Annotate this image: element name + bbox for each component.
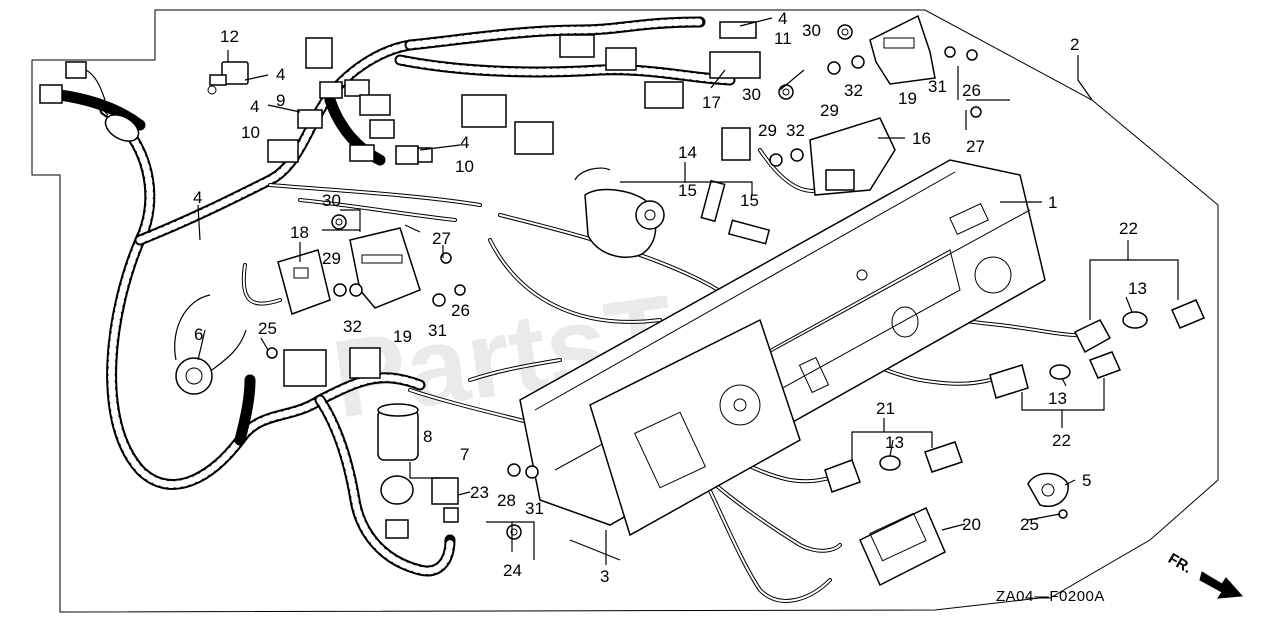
callout-20: 20 (962, 515, 981, 534)
relay-part-12[interactable] (207, 61, 249, 95)
callout-24: 24 (503, 561, 522, 580)
callout-14: 14 (678, 143, 697, 162)
relay-part-18[interactable] (277, 249, 331, 315)
front-direction-label: FR. (1165, 550, 1194, 577)
bulb-part-13-top[interactable] (1122, 311, 1148, 329)
sensor-part-6[interactable] (174, 294, 247, 395)
callout-25: 25 (258, 319, 277, 338)
assembly-boundary (31, 9, 1219, 613)
connector-top-left[interactable] (39, 61, 143, 147)
callout-27: 27 (966, 137, 985, 156)
front-direction-indicator: FR. (1165, 550, 1244, 599)
callout-29: 29 (758, 121, 777, 140)
callout-29: 29 (322, 249, 341, 268)
callout-22: 22 (1052, 431, 1071, 450)
callout-30: 30 (742, 85, 761, 104)
callout-11: 11 (774, 29, 792, 48)
lens-part-21[interactable] (824, 441, 963, 493)
callout-13: 13 (885, 433, 904, 452)
callout-1: 1 (1048, 193, 1057, 212)
fasteners (266, 24, 1068, 540)
connector-part-10[interactable] (395, 145, 433, 165)
meter-part-20[interactable] (859, 506, 946, 587)
callout-3: 3 (600, 567, 609, 586)
callout-9: 9 (276, 91, 285, 110)
callout-27: 27 (432, 229, 451, 248)
callout-28: 28 (497, 491, 516, 510)
callout-12: 12 (220, 27, 239, 46)
relay-part-23[interactable] (431, 477, 459, 523)
front-arrow-icon (1199, 571, 1244, 599)
callout-30: 30 (322, 191, 341, 210)
callout-25: 25 (1020, 515, 1039, 534)
callout-5: 5 (1082, 471, 1091, 490)
callout-29: 29 (820, 101, 839, 120)
callout-10: 10 (455, 157, 474, 176)
callouts: 1 2 3 4 4 4 4 4 5 6 7 8 9 10 10 11 12 13… (193, 9, 1147, 586)
callout-6: 6 (194, 325, 203, 344)
callout-26: 26 (451, 301, 470, 320)
bracket-part-19-top[interactable] (869, 14, 936, 85)
callout-32: 32 (786, 121, 805, 140)
callout-19: 19 (898, 89, 917, 108)
plug-part-7[interactable] (380, 475, 414, 539)
callout-8: 8 (423, 427, 432, 446)
callout-26: 26 (962, 81, 981, 100)
key-part-15[interactable] (700, 179, 771, 245)
callout-23: 23 (470, 483, 489, 502)
callout-15: 15 (678, 181, 697, 200)
callout-7: 7 (460, 445, 469, 464)
bulb-part-13-low[interactable] (879, 455, 901, 471)
leader-lines (197, 17, 1179, 565)
callout-15: 15 (740, 191, 759, 210)
callout-19: 19 (393, 327, 412, 346)
callout-30: 30 (802, 21, 821, 40)
socket-part-5[interactable] (1027, 472, 1069, 507)
bracket-part-19-lower[interactable] (349, 227, 421, 309)
capacitor-part-8[interactable] (377, 403, 419, 461)
callout-31: 31 (525, 499, 544, 518)
callout-13: 13 (1048, 389, 1067, 408)
sub-panel[interactable] (569, 318, 801, 561)
callout-2: 2 (1070, 35, 1079, 54)
callout-31: 31 (428, 321, 447, 340)
callout-21: 21 (876, 399, 895, 418)
callout-4: 4 (276, 65, 285, 84)
callout-32: 32 (844, 81, 863, 100)
connectors-9-10[interactable] (267, 37, 395, 163)
callout-4: 4 (460, 133, 469, 152)
connectors-mid-left[interactable] (283, 347, 381, 387)
callout-17: 17 (702, 93, 721, 112)
callout-16: 16 (912, 129, 931, 148)
callout-31: 31 (928, 77, 947, 96)
callout-22: 22 (1119, 219, 1138, 238)
lens-part-22-top[interactable] (1073, 299, 1205, 354)
bulb-part-13-mid[interactable] (1049, 364, 1071, 380)
central-connectors[interactable] (461, 21, 761, 155)
lens-part-22-mid[interactable] (989, 351, 1122, 399)
callout-10: 10 (241, 123, 260, 142)
ignition-switch-part-14[interactable] (574, 167, 665, 259)
callout-18: 18 (290, 223, 309, 242)
diagram-code: ZA04—F0200A (996, 588, 1105, 605)
callout-4: 4 (778, 9, 787, 28)
callout-4: 4 (193, 188, 202, 207)
callout-4: 4 (250, 97, 259, 116)
callout-13: 13 (1128, 279, 1147, 298)
callout-32: 32 (343, 317, 362, 336)
switch-part-16[interactable] (721, 117, 896, 196)
